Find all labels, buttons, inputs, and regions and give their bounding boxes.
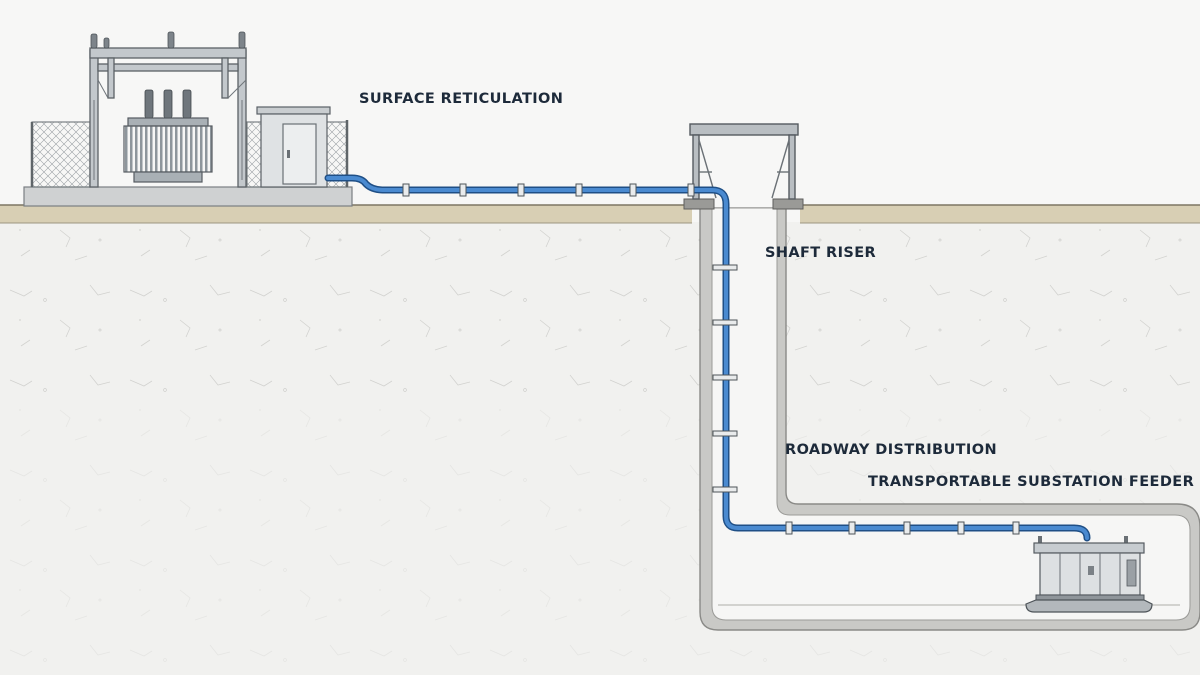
label-transportable-substation-feeder: TRANSPORTABLE SUBSTATION FEEDER bbox=[868, 474, 1195, 490]
shaft-cable-cleats bbox=[712, 264, 738, 493]
label-shaft-riser: SHAFT RISER bbox=[765, 245, 877, 261]
shaft-collar-right bbox=[772, 198, 804, 210]
ground-surface bbox=[0, 204, 1200, 224]
switchgear-kiosk-icon bbox=[256, 106, 331, 188]
transportable-substation-icon bbox=[1025, 536, 1153, 613]
substation-pad bbox=[23, 186, 353, 207]
label-surface-reticulation: SURFACE RETICULATION bbox=[359, 91, 564, 107]
surface-cable-hangers bbox=[402, 183, 695, 197]
surface-substation-transformer-icon bbox=[89, 31, 247, 188]
bedrock-texture bbox=[0, 222, 1200, 402]
substation-fence-left bbox=[31, 121, 91, 188]
cable-route bbox=[326, 176, 1089, 540]
shaft-and-tunnel-void bbox=[711, 207, 1191, 621]
label-roadway-distribution: ROADWAY DISTRIBUTION bbox=[785, 442, 997, 458]
shaft-collar-left bbox=[683, 198, 715, 210]
roadway-cable-hangers bbox=[785, 521, 1020, 535]
